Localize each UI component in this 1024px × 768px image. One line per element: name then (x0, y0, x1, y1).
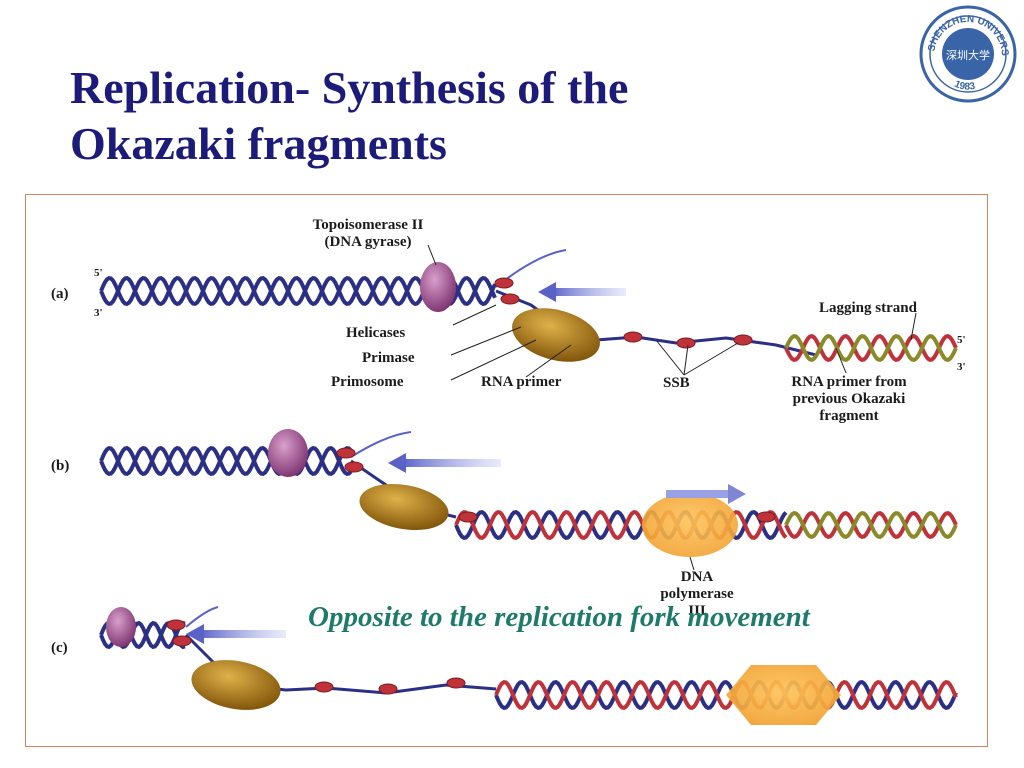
helicases-leader (452, 304, 497, 326)
ssb-a-3 (733, 334, 753, 346)
five-prime-label-right: 5' (957, 334, 966, 346)
previous-primer-line-3: fragment (819, 408, 879, 424)
fork-direction-arrow-c-head (186, 624, 204, 644)
synthesis-direction-arrow-b (666, 484, 746, 504)
previous-primer-leader (835, 347, 847, 374)
ssb-leader-1 (655, 339, 685, 376)
helicases-label: Helicases (346, 325, 406, 341)
fork-direction-arrow-c-shaft (200, 630, 286, 638)
synthesis-direction-arrow-b-shaft (666, 490, 732, 498)
title-line-1: Replication- Synthesis of the (70, 62, 629, 113)
three-prime-label-right: 3' (957, 361, 966, 373)
primosome-label: Primosome (331, 374, 404, 390)
ssb-a-1 (623, 331, 643, 343)
three-prime-label-left: 3' (94, 307, 103, 319)
gyrase-b (268, 429, 308, 477)
polymerase-leader (689, 556, 695, 571)
gyrase-a (420, 262, 456, 312)
rna-primer-label: RNA primer (481, 374, 562, 390)
panel-a-label: (a) (51, 286, 69, 302)
seal-chinese-text: 深圳大学 (946, 48, 990, 62)
fork-direction-arrow-a-head (538, 282, 556, 302)
helicase-c-2 (172, 635, 192, 647)
fork-direction-arrow-b-head (388, 453, 406, 473)
topoisomerase-label: Topoisomerase II (DNA gyrase) (288, 217, 448, 251)
helix-c-fragment (494, 679, 958, 711)
helicase-b-2 (344, 461, 364, 473)
primosome-c (191, 660, 281, 710)
proteins (106, 244, 917, 725)
polymerase-line-1: DNA (680, 569, 714, 585)
ssb-c-1 (314, 681, 334, 693)
helix-a-lagging (784, 333, 958, 363)
primosome-a (512, 308, 600, 362)
helix-b-previous (784, 510, 958, 540)
leading-strand-c (185, 606, 219, 628)
primosome-leader (450, 339, 537, 381)
university-seal-logo: SHENZHEN UNIVERSITY 1983 深圳大学 (915, 0, 1018, 104)
previous-primer-line-2: previous Okazaki (792, 391, 906, 407)
fork-direction-arrow-c (186, 624, 286, 644)
synthesis-direction-arrow-b-head (728, 484, 746, 504)
leading-strand-b (350, 431, 412, 458)
primase-leader (450, 326, 522, 356)
panel-b-label: (b) (51, 458, 70, 474)
fork-direction-arrow-b (388, 453, 501, 473)
helix-c-fragment-strand-2 (494, 679, 958, 711)
topoisomerase-leader (427, 244, 437, 266)
okazaki-diagram (99, 244, 958, 725)
dna-polymerase-label: DNA polymerase III (644, 569, 750, 620)
ssb-b-2 (756, 511, 776, 523)
fork-direction-arrow-a-shaft (552, 288, 626, 296)
polymerase-line-2: polymerase (660, 586, 734, 602)
dna-polymerase-b (642, 493, 738, 557)
diagram-panel: (a) (b) (c) 5' 3' 5' 3' Topoisomerase II… (25, 194, 988, 747)
lagging-strand-label: Lagging strand (819, 300, 917, 316)
slide-title: Replication- Synthesis of the Okazaki fr… (70, 60, 890, 172)
ssb-c-2 (378, 683, 398, 695)
helix-a-lagging-strand-2 (784, 333, 958, 363)
lagging-strand-leader (910, 312, 917, 341)
helicase-c-1 (166, 619, 186, 631)
title-line-2: Okazaki fragments (70, 118, 447, 169)
ssb-c-3 (446, 677, 466, 689)
dna-polymerase-c (726, 665, 841, 725)
ssb-leader-2 (683, 344, 689, 376)
helix-b-parental (99, 445, 353, 477)
fork-direction-arrow-a (538, 282, 626, 302)
ssb-leader-3 (683, 342, 739, 376)
helix-b-previous-strand-2 (784, 510, 958, 540)
ssb-a-2 (676, 337, 696, 349)
fork-direction-arrow-b-shaft (402, 459, 501, 467)
rna-primer-leader (525, 344, 572, 378)
gyrase-c (106, 607, 136, 647)
polymerase-line-3: III (688, 603, 706, 619)
caption-text: Opposite to the replication fork movemen… (308, 601, 810, 633)
previous-primer-label: RNA primer from previous Okazaki fragmen… (754, 374, 944, 425)
panel-c-label: (c) (51, 640, 68, 656)
topoisomerase-line-1: Topoisomerase II (312, 217, 424, 233)
helix-c-fragment-strand-1 (494, 679, 958, 711)
helix-b-parental-strand-2 (99, 445, 353, 477)
helicase-a-2 (500, 293, 520, 305)
helix-b-parental-strand-1 (99, 445, 353, 477)
topoisomerase-line-2: (DNA gyrase) (324, 234, 412, 250)
previous-primer-line-1: RNA primer from (791, 374, 907, 390)
ssb-label: SSB (663, 375, 690, 391)
primosome-b (359, 483, 449, 531)
helicase-b-1 (336, 447, 356, 459)
five-prime-label-left: 5' (94, 267, 103, 279)
helicase-a-1 (494, 277, 514, 289)
primase-label: Primase (362, 350, 415, 366)
ssb-b-1 (458, 511, 478, 523)
